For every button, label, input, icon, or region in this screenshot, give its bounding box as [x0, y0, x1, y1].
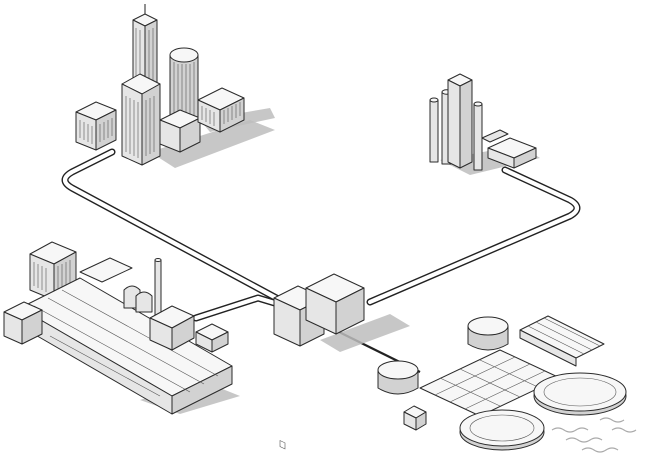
factory-annex: [149, 305, 229, 353]
city-skyscrapers: [75, 4, 275, 168]
tank-top-right: [467, 316, 509, 351]
clarifier-right: [533, 372, 627, 416]
pipeline-network: [61, 148, 581, 373]
column-3: [473, 101, 483, 171]
column-1: [429, 97, 439, 163]
control-station: [273, 273, 410, 450]
tank-left: [377, 360, 419, 395]
low-block: [487, 137, 537, 169]
office-block-right: [197, 87, 245, 133]
pipe-manifold: [481, 129, 509, 143]
factory-front-block: [3, 301, 43, 345]
long-basin: [519, 315, 605, 367]
water-waves: [551, 417, 637, 453]
factory-hall: [19, 277, 233, 415]
refinery: [429, 73, 540, 175]
station-building-right: [305, 273, 365, 335]
pump-house: [403, 405, 427, 431]
storage-tanks: [123, 285, 153, 313]
tower-round: [169, 47, 199, 126]
office-block-low: [159, 109, 201, 153]
tower-top: [447, 73, 473, 169]
factory-complex: [3, 241, 240, 415]
office-block-small: [75, 101, 117, 151]
clarifier-bottom: [459, 409, 545, 451]
tower-main: [121, 73, 161, 166]
water-treatment-plant: [377, 315, 637, 453]
factory-connector: [79, 257, 133, 283]
